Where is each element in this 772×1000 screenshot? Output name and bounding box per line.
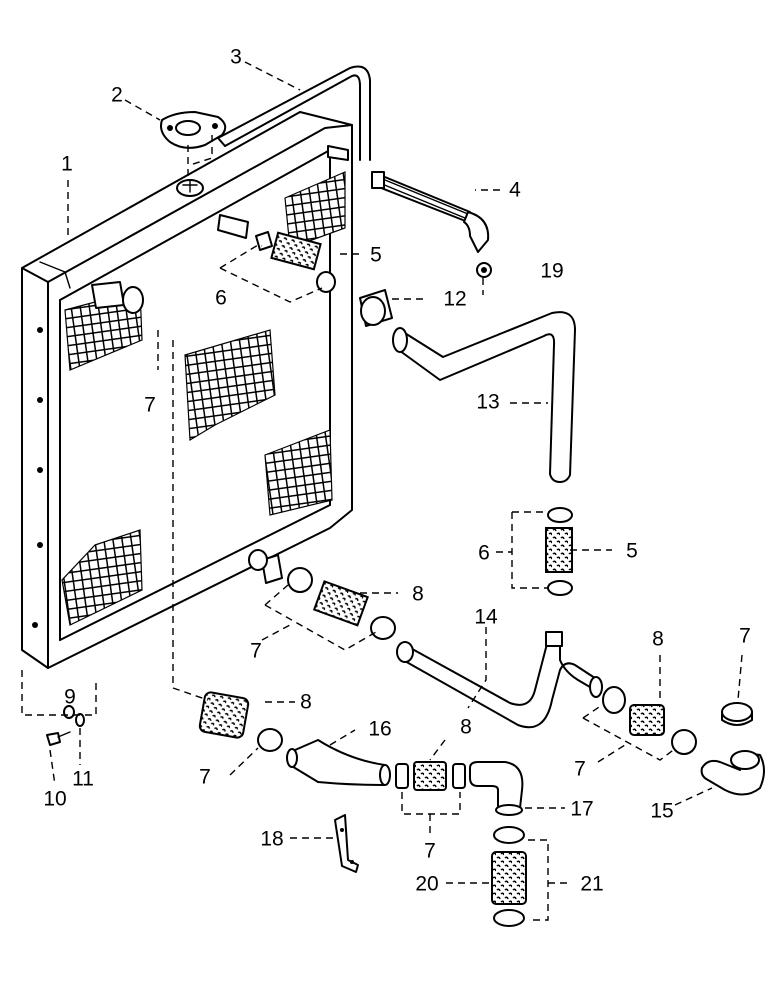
filler-flange [160,111,227,149]
callout-8-right: 8 [652,628,664,651]
lower-hose-group [287,567,396,640]
callout-13: 13 [476,391,499,414]
right-hose-group [602,686,697,755]
callout-5-mid: 5 [626,540,638,563]
callout-4: 4 [509,179,521,202]
left-lower-hose-group [198,691,283,752]
callout-7-bottom: 7 [424,840,436,863]
callout-6-mid: 6 [478,542,490,565]
callout-19: 19 [540,260,563,283]
callout-10: 10 [43,788,66,811]
mid-hose-group [545,507,573,596]
bottom-hose-group [491,826,527,927]
callout-6-upper: 6 [215,287,227,310]
elbow-15 [700,750,765,796]
callout-labels: 1 2 3 4 5 19 6 12 7 13 6 5 8 14 8 7 7 9 … [43,46,751,896]
callout-3: 3 [230,46,242,69]
callout-5-upper: 5 [370,244,382,267]
callout-8-left: 8 [300,691,312,714]
callout-11: 11 [72,768,94,791]
callout-14: 14 [474,606,498,629]
upper-pipe [392,311,576,483]
elbow-17 [469,761,524,816]
bolt-assembly [46,705,85,746]
callout-8-bottom: 8 [460,716,472,739]
callout-7-right: 7 [574,758,586,781]
callout-12: 12 [443,288,466,311]
callout-1: 1 [61,153,73,176]
callout-7-right-top: 7 [739,625,751,648]
nut [476,262,492,278]
callout-18: 18 [260,828,283,851]
radiator [21,111,353,669]
callout-8-mid: 8 [412,583,424,606]
sleeve-12 [359,289,393,327]
bottom-mid-hose-group [395,761,466,791]
overflow-pipe [217,65,371,161]
flex-hose [371,171,490,253]
callout-7-mid: 7 [250,640,262,663]
callout-16: 16 [368,718,391,741]
bracket-18 [334,814,359,873]
callout-21: 21 [580,873,603,896]
upper-hose-group [255,231,336,293]
pipe-16 [286,739,391,786]
callout-2: 2 [111,84,123,107]
tee-pipe [396,631,603,729]
callout-7-left-bottom: 7 [199,766,211,789]
callout-15: 15 [650,800,673,823]
callout-17: 17 [570,798,593,821]
callout-20: 20 [415,873,438,896]
clamp-right-top [721,702,753,726]
leader-lines [21,61,743,921]
callout-9: 9 [64,686,76,709]
callout-7-left: 7 [144,394,156,417]
